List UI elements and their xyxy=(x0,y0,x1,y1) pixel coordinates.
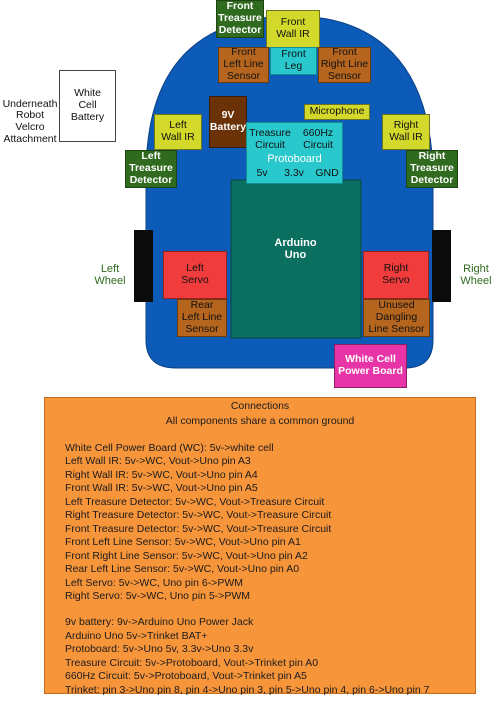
left-servo: Left Servo xyxy=(163,251,227,299)
arduino-uno-label: Arduino Uno xyxy=(274,236,317,261)
connection-line: Treasure Circuit: 5v->Protoboard, Vout->… xyxy=(65,656,319,669)
protoboard-box: Treasure Circuit 660Hz Circuit Protoboar… xyxy=(246,122,343,184)
spacer xyxy=(65,603,475,616)
connection-line: Right Wall IR: 5v->WC, Vout->Uno pin A4 xyxy=(65,468,258,481)
battery-9v: 9V Battery xyxy=(209,96,247,148)
front-treasure-detector: Front Treasure Detector xyxy=(216,0,264,38)
front-right-line-sensor: Front Right Line Sensor xyxy=(318,46,371,83)
connection-line: Protoboard: 5v->Uno 5v, 3.3v->Uno 3.3v xyxy=(65,643,254,656)
connection-line: 660Hz Circuit: 5v->Protoboard, Vout->Tri… xyxy=(65,670,307,683)
right-treasure-detector: Right Treasure Detector xyxy=(406,150,458,188)
connections-subtitle: All components share a common ground xyxy=(165,415,355,427)
connection-line: White Cell Power Board (WC): 5v->white c… xyxy=(65,442,274,454)
right-wheel-label: Right Wheel xyxy=(460,262,492,287)
pin-5v: 5v xyxy=(256,166,268,179)
pin-gnd: GND xyxy=(315,166,339,179)
connection-line: Front Right Line Sensor: 5v->WC, Vout->U… xyxy=(65,549,308,562)
front-leg: Front Leg xyxy=(270,47,317,75)
arduino-board xyxy=(230,179,362,339)
connection-line: Left Servo: 5v->WC, Uno pin 6->PWM xyxy=(65,576,243,589)
left-treasure-detector: Left Treasure Detector xyxy=(125,150,177,188)
connection-line: Rear Left Line Sensor: 5v->WC, Vout->Uno… xyxy=(65,563,300,576)
treasure-circuit: Treasure Circuit xyxy=(249,127,291,151)
left-wall-ir: Left Wall IR xyxy=(154,114,202,150)
hz660-circuit: 660Hz Circuit xyxy=(302,127,334,151)
connection-line: 9v battery: 9v->Arduino Uno Power Jack xyxy=(65,616,254,629)
right-wheel-shape xyxy=(432,230,451,302)
pin-3-3v: 3.3v xyxy=(284,166,304,179)
protoboard-label: Protoboard xyxy=(267,153,322,166)
right-servo: Right Servo xyxy=(363,251,429,299)
underneath-note: Underneath Robot Velcro Attachment xyxy=(2,97,58,145)
rear-left-line-sensor: Rear Left Line Sensor xyxy=(177,299,227,337)
microphone: Microphone xyxy=(304,104,370,120)
left-wheel-shape xyxy=(134,230,153,302)
connection-line: Right Treasure Detector: 5v->WC, Vout->T… xyxy=(65,509,332,522)
connection-line: Front Wall IR: 5v->WC, Vout->Uno pin A5 xyxy=(65,482,258,495)
connection-line: Trinket: pin 3->Uno pin 8, pin 4->Uno pi… xyxy=(65,683,430,696)
front-wall-ir: Front Wall IR xyxy=(266,10,320,48)
connection-line: Left Treasure Detector: 5v->WC, Vout->Tr… xyxy=(65,495,325,508)
connection-line: Right Servo: 5v->WC, Uno pin 5->PWM xyxy=(65,589,250,602)
left-wheel-label: Left Wheel xyxy=(94,262,126,287)
unused-dangling-line-sensor: Unused Dangling Line Sensor xyxy=(363,299,430,337)
connections-panel: Connections All components share a commo… xyxy=(44,397,476,696)
front-left-line-sensor: Front Left Line Sensor xyxy=(218,46,269,83)
white-cell-power-board: White Cell Power Board xyxy=(334,344,407,388)
right-wall-ir: Right Wall IR xyxy=(382,114,430,150)
connection-line: Front Left Line Sensor: 5v->WC, Vout->Un… xyxy=(65,536,301,549)
white-cell-battery: White Cell Battery xyxy=(59,70,116,142)
connection-line: Front Treasure Detector: 5v->WC, Vout->T… xyxy=(65,522,332,535)
connection-line: Left Wall IR: 5v->WC, Vout->Uno pin A3 xyxy=(65,455,251,468)
connection-line: Arduino Uno 5v->Trinket BAT+ xyxy=(65,629,208,642)
connections-title: Connections xyxy=(230,400,290,412)
